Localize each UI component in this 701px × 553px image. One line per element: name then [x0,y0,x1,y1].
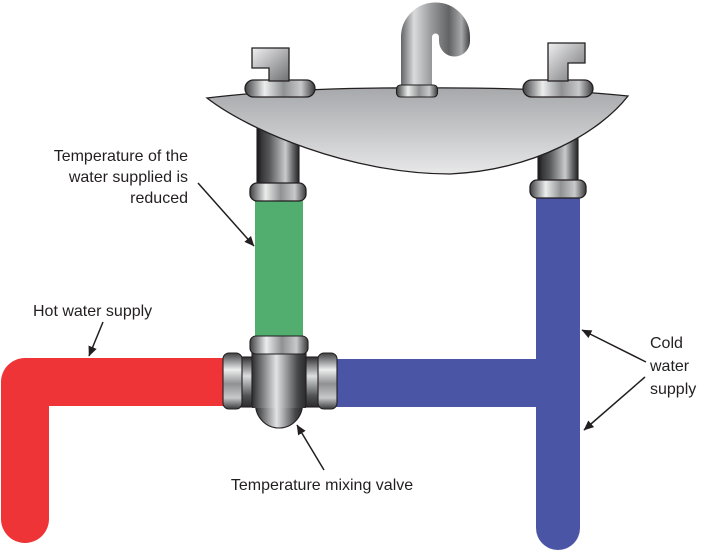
valve-union-nut-top [249,335,309,355]
label-cold-water-supply-line2: water [649,358,690,375]
mixed-water-pipe [255,196,303,340]
hot-tap-handle-lever [251,47,290,82]
leader-arrow-hot-supply [88,321,104,357]
leader-arrows [88,182,647,471]
valve-union-nut-left [222,352,243,410]
cold-water-pipe-vertical [536,196,580,550]
compression-nut-left [249,182,307,202]
faucet-spout [395,2,470,98]
valve-body-edges [251,346,307,407]
valve-union-nut-right [317,352,338,410]
label-hot-water-supply: Hot water supply [33,303,152,320]
labels: Temperature of the water supplied is red… [33,148,696,494]
label-cold-water-supply-line1: Cold [650,335,683,352]
label-reduced-temperature-line3: reduced [130,190,188,207]
sink-basin [205,87,630,175]
leader-arrow-cold-supply-lower [583,376,646,431]
leader-arrow-reduced-temperature [197,182,255,247]
label-reduced-temperature-line2: water supplied is [68,169,188,186]
faucet-base-flange [395,84,439,98]
hot-water-pipe [1,358,264,543]
valve-bottom-dome [254,403,304,429]
leader-arrow-cold-supply-upper [581,329,647,363]
compression-nut-right [529,179,587,199]
cold-tap-handle-base [522,79,594,98]
faucet-spout-curve [401,2,470,57]
temperature-mixing-valve [222,335,338,429]
label-temperature-mixing-valve: Temperature mixing valve [231,477,413,494]
valve-body-vertical [252,346,306,408]
cold-water-pipe-branch [332,359,558,407]
label-cold-water-supply-line3: supply [650,381,696,398]
cold-tap-handle-lever [547,42,586,82]
leader-arrow-mixing-valve [296,424,325,471]
label-reduced-temperature-line1: Temperature of the [54,148,188,165]
hot-tap-handle-base [244,79,316,98]
